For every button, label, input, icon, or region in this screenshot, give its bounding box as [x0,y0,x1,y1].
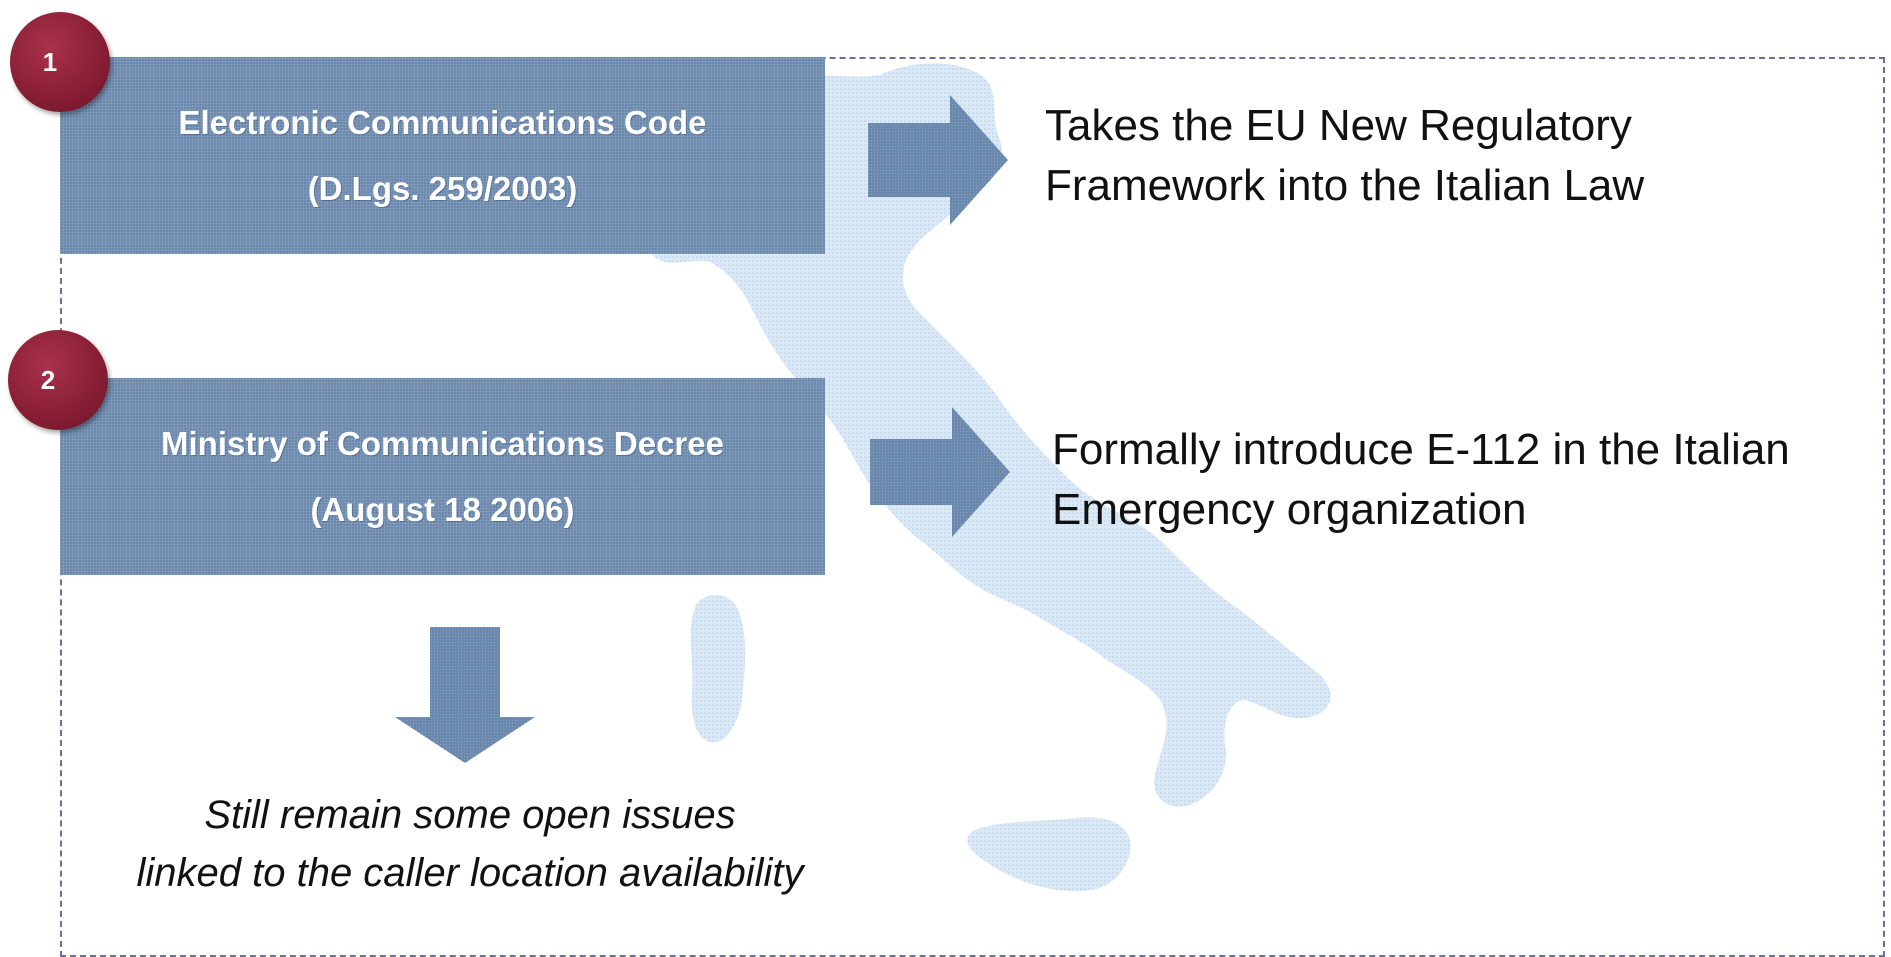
step-badge-2: 2 [8,330,108,430]
down-arrow-icon [395,627,535,763]
step-badge-1: 1 [10,12,110,112]
law-box-title: Ministry of Communications Decree [161,424,724,462]
result-text-1: Takes the EU New Regulatory Framework in… [1045,96,1644,216]
result-text-line: Formally introduce E-112 in the Italian [1052,425,1790,474]
result-text-line: Takes the EU New Regulatory [1045,101,1632,150]
result-text-2: Formally introduce E-112 in the Italian … [1052,420,1790,540]
law-box-reference: (D.Lgs. 259/2003) [307,169,578,207]
law-box-reference: (August 18 2006) [310,490,575,528]
result-text-line: Emergency organization [1052,485,1527,534]
law-box-title: Electronic Communications Code [178,103,707,141]
conclusion-line: Still remain some open issues [204,793,736,837]
right-arrow-icon [868,95,1008,225]
law-box-ministry-decree: Ministry of Communications Decree (Augus… [60,378,825,575]
result-text-line: Framework into the Italian Law [1045,161,1645,210]
conclusion-text: Still remain some open issues linked to … [80,786,860,902]
law-box-electronic-communications-code: Electronic Communications Code (D.Lgs. 2… [60,57,825,254]
right-arrow-icon [870,407,1010,537]
conclusion-line: linked to the caller location availabili… [136,851,804,895]
